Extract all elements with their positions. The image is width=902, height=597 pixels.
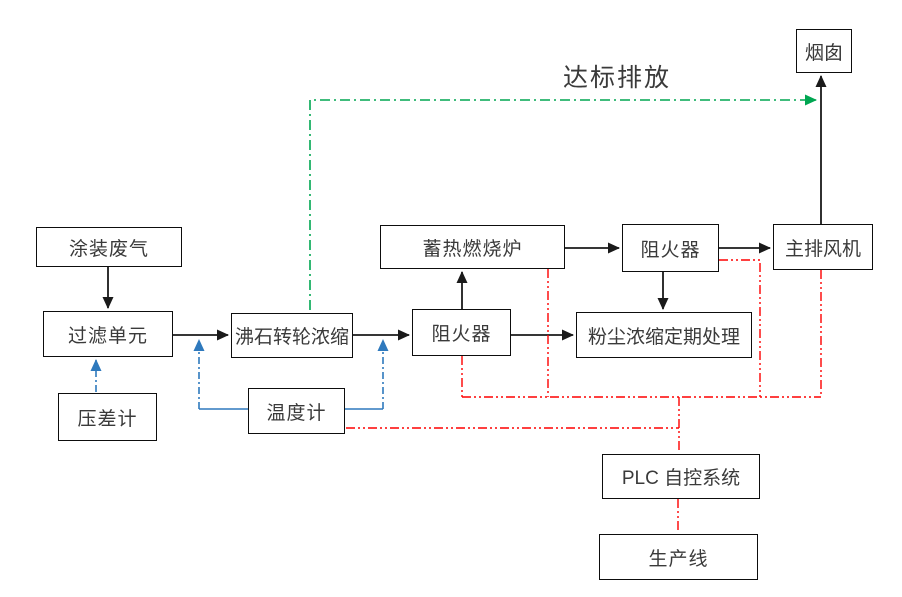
- node-production-line: 生产线: [599, 534, 758, 580]
- node-paint-exhaust: 涂装废气: [36, 227, 182, 267]
- discharge-label: 达标排放: [563, 64, 672, 92]
- node-filter-unit: 过滤单元: [43, 311, 173, 357]
- node-pressure-gauge: 压差计: [58, 393, 157, 441]
- node-flame-arrester-outlet: 阻火器: [622, 224, 719, 272]
- node-zeolite-rotor: 沸石转轮浓缩: [231, 313, 353, 358]
- node-thermometer: 温度计: [248, 388, 345, 434]
- node-dust-treatment: 粉尘浓缩定期处理: [576, 312, 752, 358]
- arrow-discharge-zeolite-to-chimney-line: [309, 94, 817, 310]
- node-flame-arrester-inlet: 阻火器: [412, 309, 511, 356]
- line-control-flame-arrester-outlet: [719, 259, 761, 397]
- node-chimney: 烟囱: [796, 29, 852, 73]
- node-main-fan: 主排风机: [773, 224, 873, 270]
- node-plc-system: PLC 自控系统: [602, 454, 760, 499]
- node-rto-furnace: 蓄热燃烧炉: [380, 225, 565, 269]
